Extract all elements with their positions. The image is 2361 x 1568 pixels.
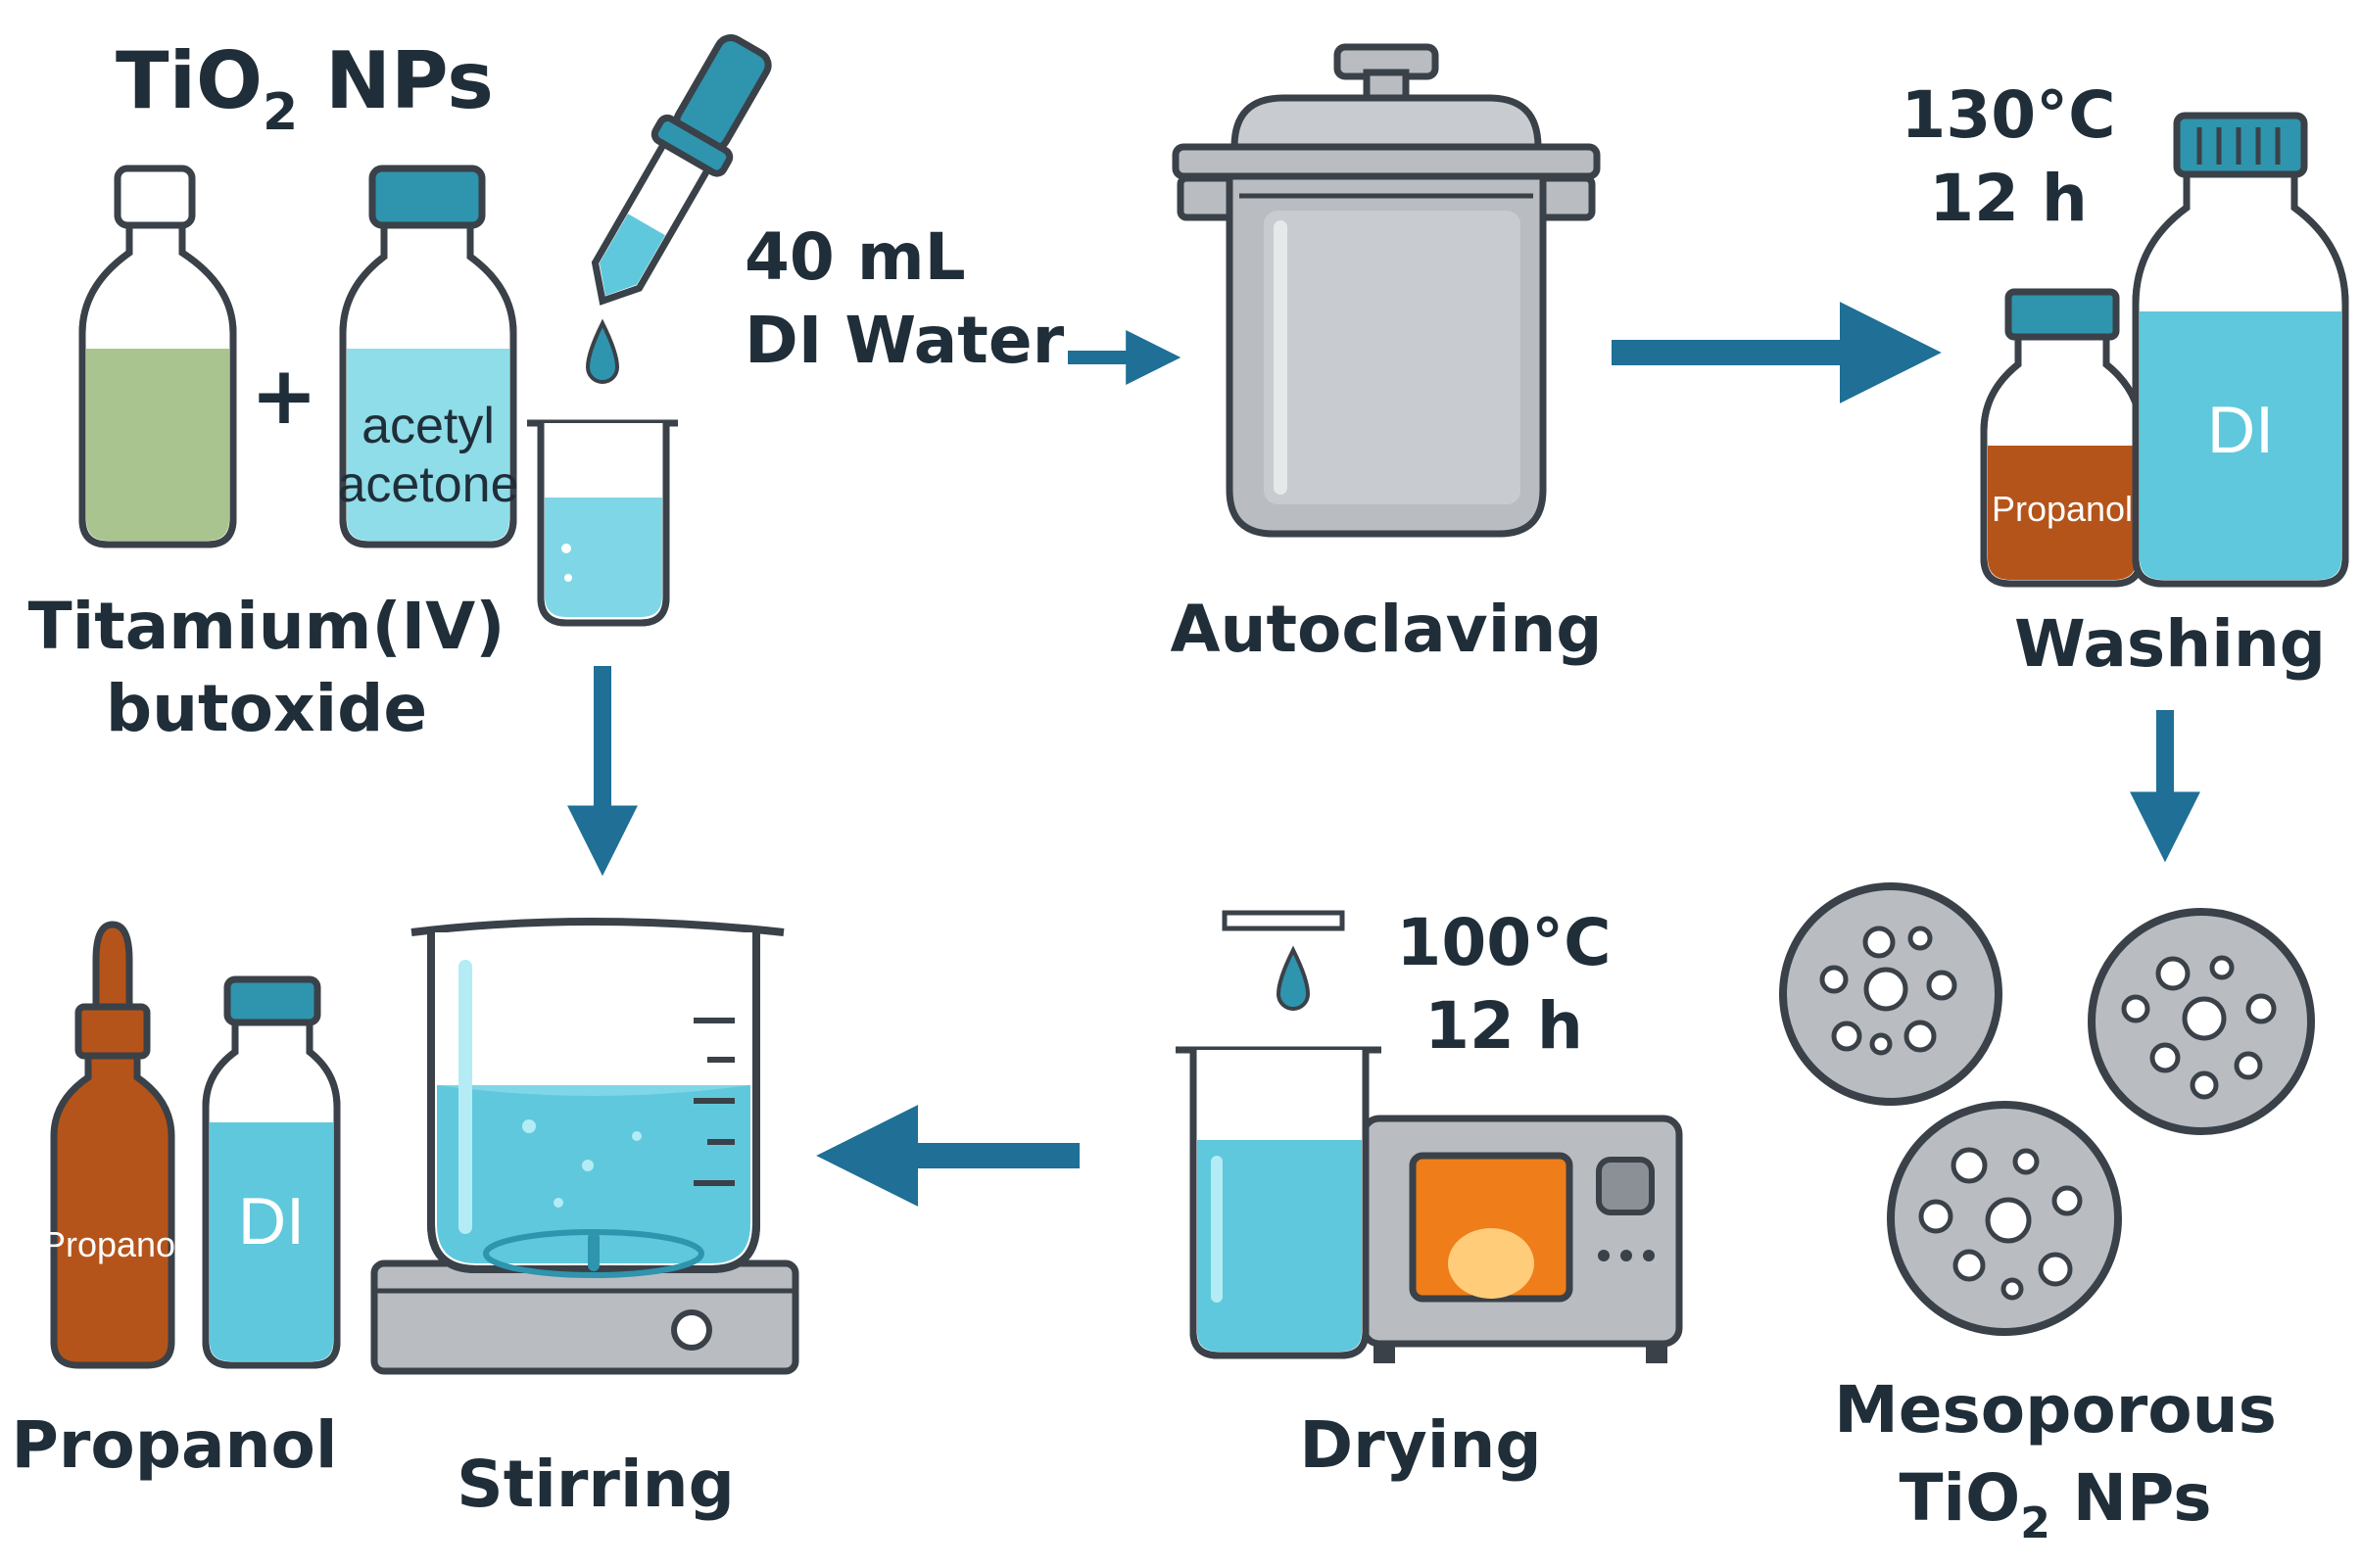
mesoporous-particle-icon — [1779, 882, 2002, 1106]
water-type-label: DI Water — [745, 303, 1065, 378]
propanol-bottle-small-icon — [1980, 288, 2144, 588]
acetylacetone-bottle-icon — [339, 165, 517, 548]
step-label-drying: Drying — [1299, 1407, 1541, 1483]
autoclave-duration: 12 h — [1929, 161, 2088, 236]
di-water-bottle-large-icon — [2132, 112, 2349, 588]
dropper-icon — [591, 34, 772, 306]
drying-temperature: 100°C — [1396, 905, 1611, 980]
titanium-butoxide-bottle-icon — [78, 165, 237, 548]
plus-sign: + — [251, 350, 318, 443]
bottle-label-acetone: acetone — [337, 456, 518, 513]
mesoporous-particle-icon — [2088, 908, 2315, 1135]
bottle-label-di-washing: DI — [2207, 393, 2274, 467]
step-label-stirring: Stirring — [457, 1447, 735, 1522]
di-water-bottle-left-icon — [202, 975, 341, 1369]
water-amount-label: 40 mL — [745, 219, 966, 295]
step-label-mesoporous-tio2: TiO2 NPs — [1899, 1460, 2211, 1548]
autoclave-temperature: 130°C — [1901, 77, 2115, 153]
reagent-label-propanol: Propanol — [12, 1407, 338, 1483]
propanol-dropper-bottle-icon — [50, 921, 175, 1369]
drying-beaker-icon — [1176, 1046, 1381, 1359]
step-label-washing: Washing — [2014, 606, 2326, 682]
step-label-mesoporous: Mesoporous — [1834, 1372, 2277, 1448]
precursor-label-line2: butoxide — [106, 671, 427, 746]
heat-plate-bar — [1222, 910, 1345, 931]
stirring-beaker-icon — [370, 918, 799, 1375]
step-label-autoclaving: Autoclaving — [1170, 592, 1602, 667]
title-text: TiO2 NPs — [116, 35, 494, 142]
drying-duration: 12 h — [1424, 988, 1583, 1064]
water-drop-icon — [1276, 945, 1311, 1011]
small-beaker-icon — [527, 419, 678, 627]
drying-oven-icon — [1360, 1115, 1683, 1363]
bottle-label-propanol-left: Propanol — [42, 1224, 183, 1264]
precursor-label-line1: Titamium(IV) — [28, 589, 506, 664]
autoclave-icon — [1172, 43, 1601, 538]
bottle-label-acetyl: acetyl — [361, 398, 495, 454]
mesoporous-particle-icon — [1887, 1101, 2122, 1336]
water-drop-icon — [585, 318, 620, 384]
bottle-label-di-left: DI — [238, 1184, 305, 1259]
bottle-label-propanol-washing: Propanol — [1992, 489, 2133, 529]
